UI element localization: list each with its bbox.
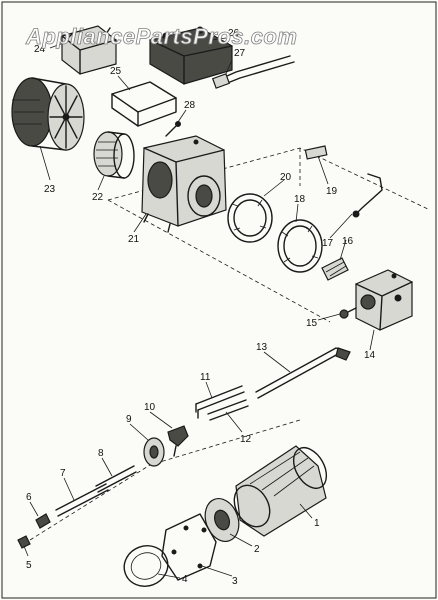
callout-9: 9 bbox=[126, 414, 132, 425]
callout-16: 16 bbox=[342, 236, 354, 247]
callout-17: 17 bbox=[322, 238, 334, 249]
callout-25: 25 bbox=[110, 66, 122, 77]
callout-20: 20 bbox=[280, 172, 292, 183]
part-air-band bbox=[227, 193, 273, 243]
callout-7: 7 bbox=[60, 468, 66, 479]
callout-12: 12 bbox=[240, 434, 252, 445]
callout-13: 13 bbox=[256, 342, 268, 353]
part-oil-line bbox=[352, 173, 383, 218]
leader-lines bbox=[23, 37, 375, 579]
callout-26: 26 bbox=[228, 28, 240, 39]
callout-8: 8 bbox=[98, 448, 104, 459]
callout-23: 23 bbox=[44, 184, 56, 195]
callout-numbers: 24 26 27 25 28 23 22 21 20 19 18 17 16 1… bbox=[26, 28, 376, 587]
part-electrode-clamp bbox=[167, 425, 189, 457]
part-blower-housing bbox=[11, 77, 85, 151]
part-flange bbox=[204, 498, 240, 542]
part-gasket-ring bbox=[123, 545, 169, 587]
part-ignition-assembly bbox=[149, 26, 233, 85]
part-sensor-leads bbox=[211, 55, 295, 89]
callout-3: 3 bbox=[232, 576, 238, 587]
callout-6: 6 bbox=[26, 492, 32, 503]
callout-18: 18 bbox=[294, 194, 306, 205]
part-air-shutter bbox=[277, 219, 323, 273]
part-adapter-disc bbox=[143, 437, 165, 467]
callout-5: 5 bbox=[26, 560, 32, 571]
part-gasket bbox=[161, 513, 217, 581]
callout-1: 1 bbox=[314, 518, 320, 529]
part-transformer bbox=[61, 25, 117, 75]
callout-24: 24 bbox=[34, 44, 46, 55]
part-electrode-rod-2 bbox=[207, 399, 249, 421]
part-combustion-tube bbox=[233, 445, 328, 537]
part-coupling bbox=[321, 257, 349, 281]
part-small-fitting bbox=[17, 535, 31, 549]
part-burner-housing bbox=[141, 135, 227, 233]
callout-15: 15 bbox=[306, 318, 318, 329]
part-nozzle bbox=[35, 513, 51, 529]
callout-4: 4 bbox=[182, 574, 188, 585]
part-label-plate bbox=[304, 145, 328, 160]
callout-10: 10 bbox=[144, 402, 156, 413]
callout-22: 22 bbox=[92, 192, 104, 203]
part-nozzle-rod bbox=[55, 483, 109, 517]
callout-27: 27 bbox=[234, 48, 246, 59]
part-nozzle-tube bbox=[255, 347, 351, 399]
callout-2: 2 bbox=[254, 544, 260, 555]
part-blower-wheel bbox=[93, 131, 135, 179]
callout-21: 21 bbox=[128, 234, 140, 245]
part-rod bbox=[95, 465, 137, 493]
part-mounting-bracket bbox=[111, 81, 177, 127]
part-screw bbox=[165, 121, 181, 137]
part-electrode-rod bbox=[195, 385, 245, 419]
callout-14: 14 bbox=[364, 350, 376, 361]
part-fuel-pump bbox=[355, 269, 413, 331]
part-fitting bbox=[339, 307, 357, 319]
callout-28: 28 bbox=[184, 100, 196, 111]
watermark: AppliancePartsPros.com bbox=[25, 24, 297, 49]
callout-19: 19 bbox=[326, 186, 338, 197]
callout-11: 11 bbox=[200, 372, 211, 383]
